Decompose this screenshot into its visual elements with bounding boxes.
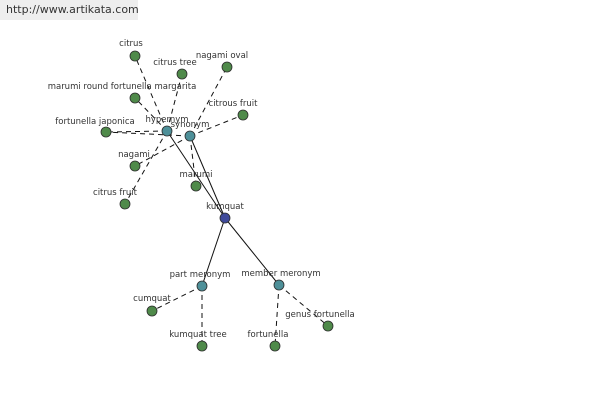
node-kumquat[interactable]	[219, 212, 231, 224]
label-synonym[interactable]: synonym	[171, 120, 210, 130]
label-marumi[interactable]: marumi	[179, 170, 212, 180]
edge-kumquat-hypernym	[166, 130, 226, 219]
edge-hypernym-citrus-tree	[166, 73, 183, 132]
node-citrus-tree[interactable]	[176, 68, 188, 80]
label-kumquat-tree[interactable]: kumquat tree	[169, 330, 226, 340]
label-fortunella[interactable]: fortunella	[248, 330, 289, 340]
label-citrus[interactable]: citrus	[119, 39, 143, 49]
label-part-meronym[interactable]: part meronym	[170, 270, 231, 280]
edge-kumquat-synonym	[189, 135, 226, 219]
node-member-meronym[interactable]	[273, 279, 285, 291]
edge-synonym-nagami	[134, 135, 191, 167]
label-nagami[interactable]: nagami	[118, 150, 150, 160]
edge-hypernym-fortunella-japonica	[105, 130, 168, 133]
site-url-link[interactable]: http://www.artikata.com	[0, 0, 139, 20]
label-member-meronym[interactable]: member meronym	[241, 269, 320, 279]
node-part-meronym[interactable]	[196, 280, 208, 292]
node-nagami[interactable]	[129, 160, 141, 172]
node-fortunella-japonica[interactable]	[100, 126, 112, 138]
node-citrus-fruit[interactable]	[119, 198, 131, 210]
node-genus-fortunella[interactable]	[322, 320, 334, 332]
node-citrus[interactable]	[129, 50, 141, 62]
label-marumi-round[interactable]: marumi round fortunella margarita	[48, 82, 197, 92]
node-hypernym[interactable]	[161, 125, 173, 137]
edge-hypernym-citrus	[134, 55, 168, 132]
label-citrus-tree[interactable]: citrus tree	[153, 58, 196, 68]
edge-kumquat-member-meronym	[224, 217, 280, 286]
label-hypernym[interactable]: hypernym	[145, 115, 188, 125]
graph-edges	[105, 55, 329, 347]
label-citrous-fruit[interactable]: citrous fruit	[209, 99, 259, 109]
node-marumi[interactable]	[190, 180, 202, 192]
edge-part-meronym-cumquat	[151, 285, 203, 312]
node-fortunella[interactable]	[269, 340, 281, 352]
label-kumquat[interactable]: kumquat	[206, 202, 244, 212]
edge-member-meronym-fortunella	[274, 284, 280, 347]
label-fortunella-japonica[interactable]: fortunella japonica	[55, 117, 134, 127]
node-cumquat[interactable]	[146, 305, 158, 317]
label-genus-fortunella[interactable]: genus fortunella	[285, 310, 355, 320]
label-cumquat[interactable]: cumquat	[133, 294, 171, 304]
node-citrous-fruit[interactable]	[237, 109, 249, 121]
edge-kumquat-part-meronym	[201, 217, 226, 287]
graph-nodes	[100, 50, 334, 352]
label-nagami-oval[interactable]: nagami oval	[196, 51, 248, 61]
node-marumi-round[interactable]	[129, 92, 141, 104]
edge-hypernym-marumi-round	[134, 97, 168, 132]
edge-synonym-fortunella-japonica	[105, 131, 191, 137]
label-citrus-fruit[interactable]: citrus fruit	[93, 188, 138, 198]
edge-member-meronym-genus-fortunella	[278, 284, 329, 327]
edge-synonym-citrous-fruit	[189, 114, 244, 137]
edge-synonym-nagami-oval	[189, 66, 228, 137]
node-nagami-oval[interactable]	[221, 61, 233, 73]
node-synonym[interactable]	[184, 130, 196, 142]
node-kumquat-tree[interactable]	[196, 340, 208, 352]
